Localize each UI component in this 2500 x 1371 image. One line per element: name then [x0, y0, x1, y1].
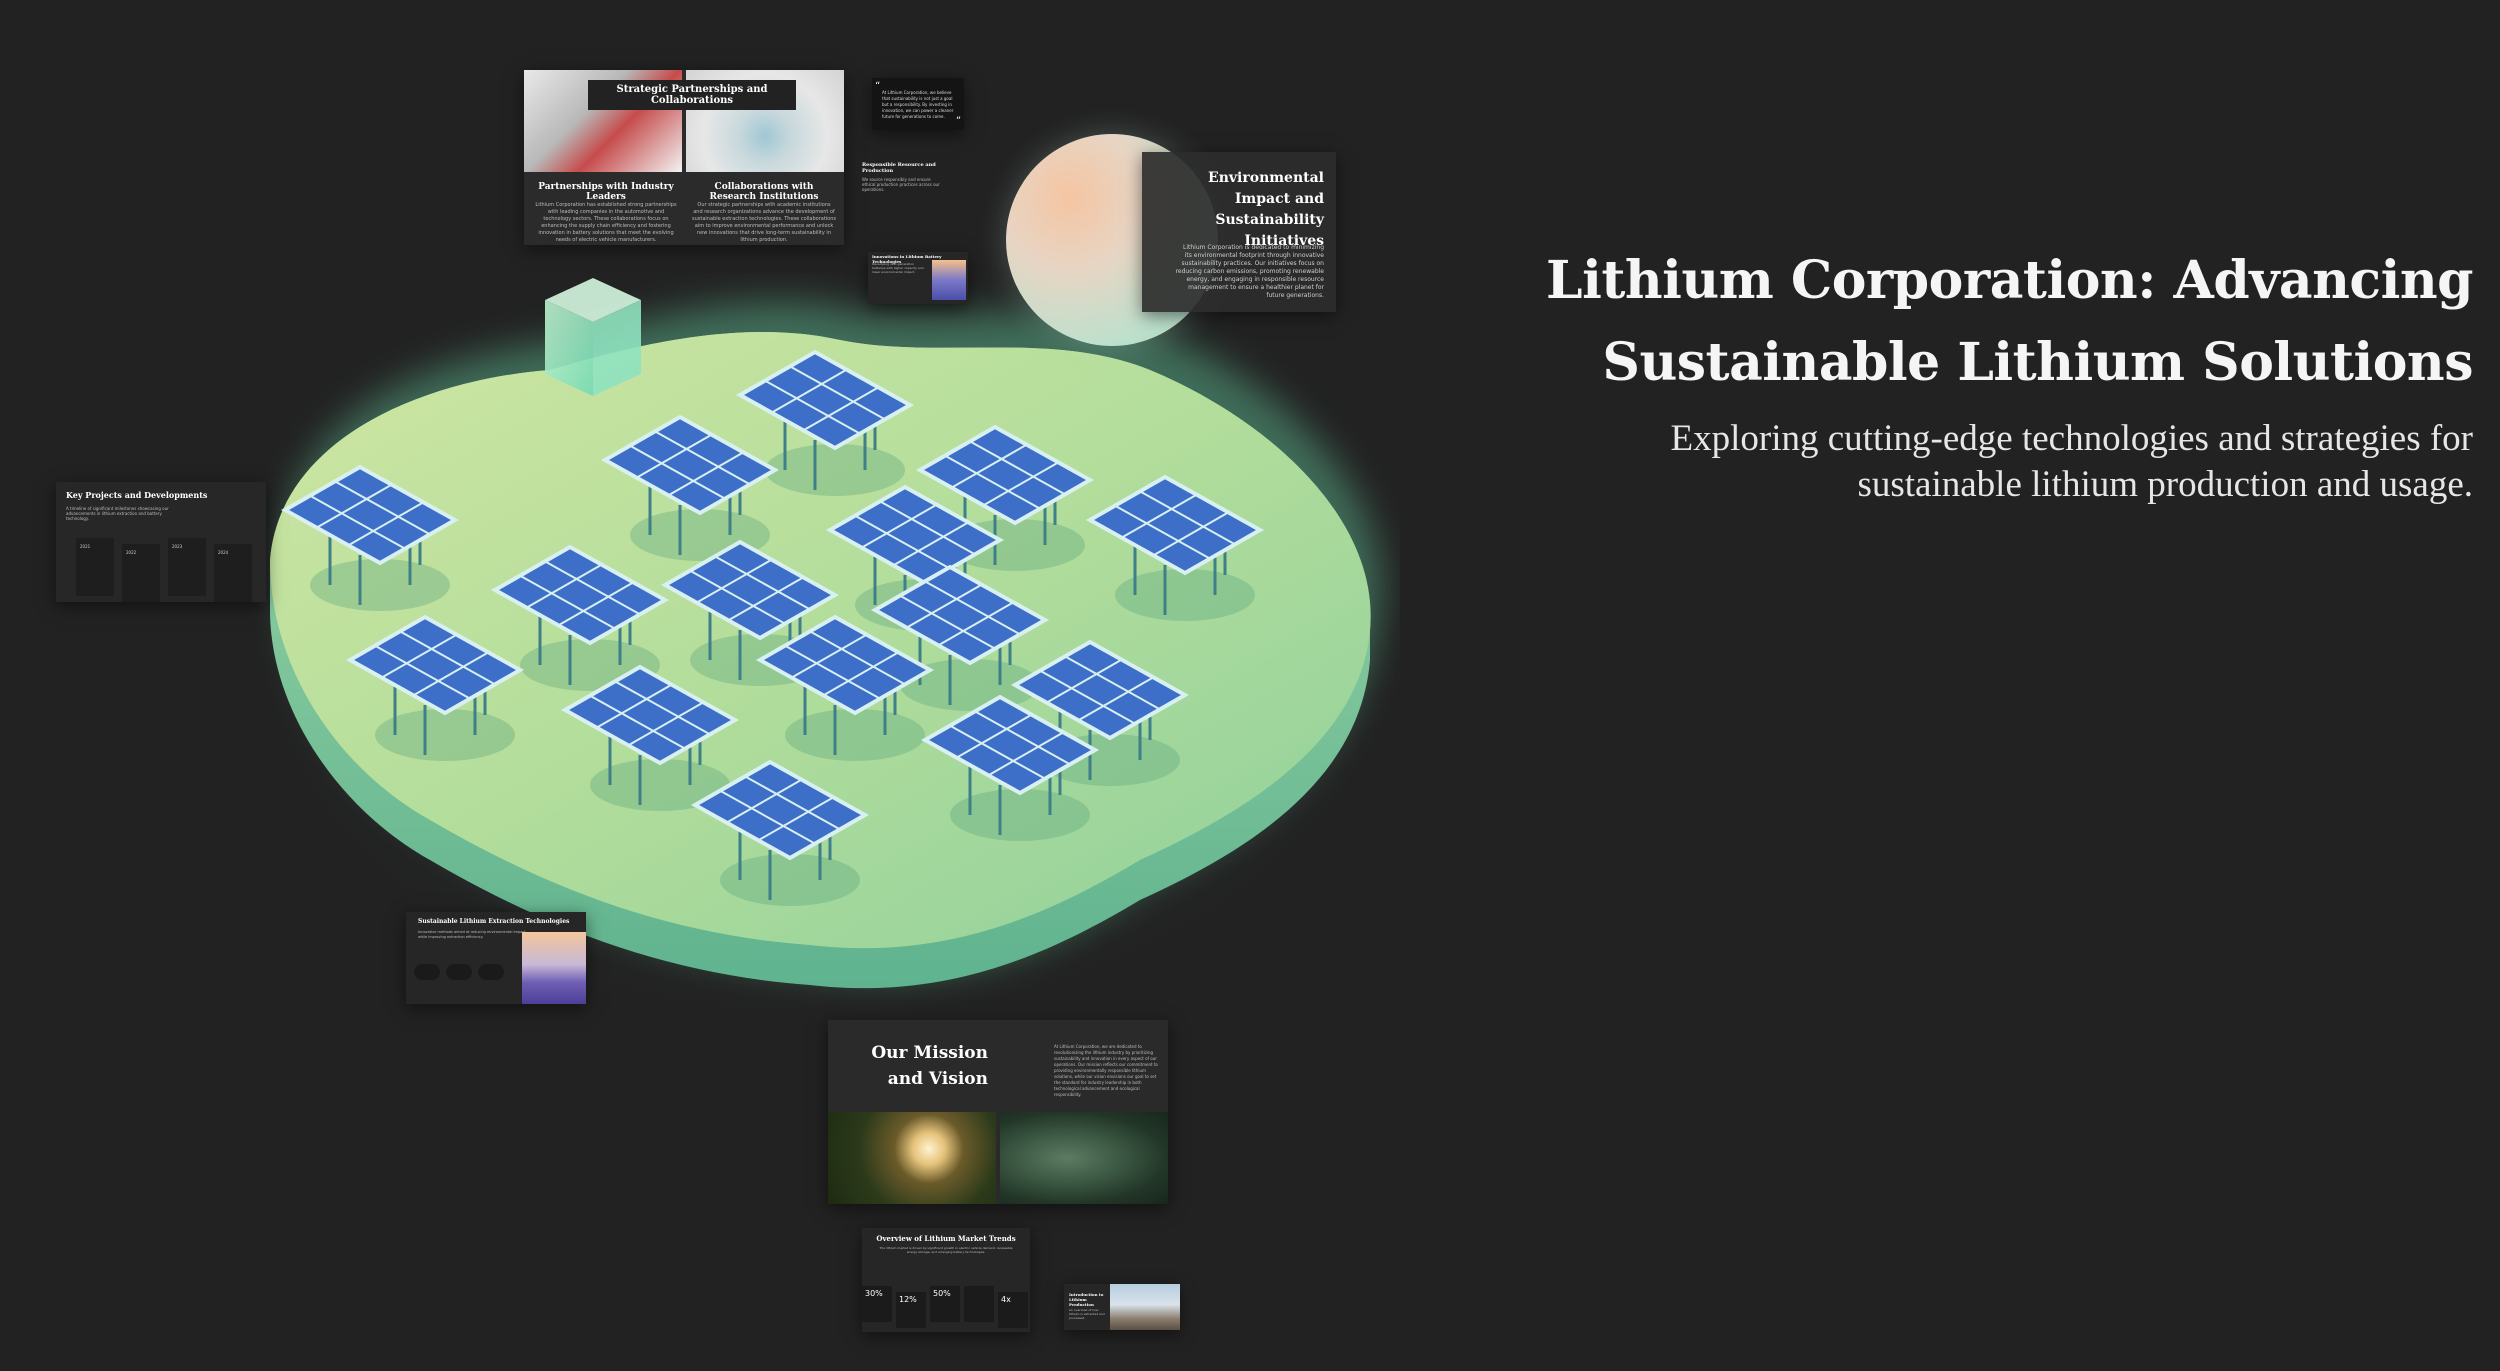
slide-quote[interactable]: “ At Lithium Corporation, we believe tha… — [872, 78, 964, 130]
slide-title: Responsible Resource and Production — [862, 162, 936, 174]
slide-mission-vision[interactable]: Our Mission and Vision At Lithium Corpor… — [828, 1020, 1168, 1204]
solar-panel — [920, 694, 1100, 841]
slide-extraction-technologies[interactable]: Sustainable Lithium Extraction Technolog… — [406, 912, 586, 1004]
slide-body: A timeline of significant milestones sho… — [66, 506, 169, 521]
glass-cube — [545, 278, 641, 396]
slide-environmental-impact[interactable]: Environmental Impact and Sustainability … — [1142, 152, 1336, 312]
solar-panel — [280, 464, 460, 611]
partners-right-heading: Collaborations with Research Institution… — [709, 182, 819, 202]
slide-title: Key Projects and Developments — [66, 490, 208, 500]
wind-turbine-photo — [522, 932, 586, 1004]
slide-body: The lithium market is driven by signific… — [879, 1246, 1013, 1254]
slide-key-projects[interactable]: Key Projects and Developments A timeline… — [56, 482, 266, 602]
mining-photo — [1110, 1284, 1180, 1330]
page-subtitle: Exploring cutting-edge technologies and … — [1670, 418, 2473, 505]
solar-panel — [870, 564, 1050, 711]
slide-body: Developing next-generation batteries wit… — [872, 262, 924, 274]
open-quote-icon: “ — [875, 81, 881, 92]
slide-market-trends[interactable]: Overview of Lithium Market Trends The li… — [862, 1228, 1030, 1332]
lightbulbs-photo — [828, 1112, 996, 1204]
slide-body: We source responsibly and ensure ethical… — [862, 177, 940, 192]
slide-body: Lithium Corporation is dedicated to mini… — [1175, 244, 1324, 299]
slide-title: Our Mission and Vision — [871, 1043, 988, 1089]
slide-body: At Lithium Corporation, we are dedicated… — [1054, 1044, 1158, 1097]
solar-island-illustration — [270, 278, 1381, 989]
partners-right-body: Our strategic partnerships with academic… — [692, 202, 837, 243]
solar-panels — [280, 349, 1265, 906]
slide-battery-innovations[interactable]: Innovations in Lithium Battery Technolog… — [868, 252, 968, 304]
slide-title: Strategic Partnerships and Collaboration… — [588, 80, 796, 110]
solar-sunset-photo — [932, 260, 966, 300]
slide-body: An overview of how lithium is extracted … — [1069, 1308, 1105, 1320]
slide-title: Innovations in Lithium Battery Technolog… — [872, 254, 942, 264]
timeline-item: 2023 — [168, 538, 206, 596]
solar-panel — [690, 759, 870, 906]
stat-box: 12% — [896, 1292, 926, 1328]
close-quote-icon: ” — [955, 116, 961, 127]
timeline-item: 2022 — [122, 544, 160, 602]
solar-panel — [345, 614, 525, 761]
stat-box — [964, 1286, 994, 1322]
stat-box: 30% — [862, 1286, 892, 1322]
slide-responsible-resources[interactable]: Responsible Resource and Production We s… — [862, 162, 942, 198]
partners-left-heading: Partnerships with Industry Leaders — [538, 182, 674, 202]
solar-panel — [735, 349, 915, 496]
stat-box: 50% — [930, 1286, 960, 1322]
slide-partnerships[interactable]: Strategic Partnerships and Collaboration… — [524, 70, 844, 245]
slide-title: Overview of Lithium Market Trends — [876, 1234, 1016, 1243]
slide-title: Introduction to Lithium Production — [1069, 1292, 1104, 1307]
timeline-item: 2024 — [214, 544, 252, 602]
solar-panel — [1085, 474, 1265, 621]
feature-bubble — [414, 964, 440, 980]
partners-left-body: Lithium Corporation has established stro… — [535, 202, 677, 243]
feature-bubble — [446, 964, 472, 980]
stat-box: 4x — [998, 1292, 1028, 1328]
feature-bubble — [478, 964, 504, 980]
page-title: Lithium Corporation: Advancing Sustainab… — [1546, 250, 2474, 393]
slide-title: Sustainable Lithium Extraction Technolog… — [418, 918, 570, 925]
quote-text: At Lithium Corporation, we believe that … — [882, 90, 954, 119]
solar-panel — [755, 614, 935, 761]
slide-title: Environmental Impact and Sustainability … — [1208, 170, 1324, 249]
solar-panel — [560, 664, 740, 811]
slide-body: Innovative methods aimed at reducing env… — [418, 930, 526, 939]
leaves-photo — [1000, 1112, 1168, 1204]
slide-lithium-production[interactable]: Introduction to Lithium Production An ov… — [1064, 1284, 1180, 1330]
solar-panel — [1010, 639, 1190, 786]
timeline-item: 2021 — [76, 538, 114, 596]
hero-section: Lithium Corporation: Advancing Sustainab… — [1413, 240, 2474, 508]
